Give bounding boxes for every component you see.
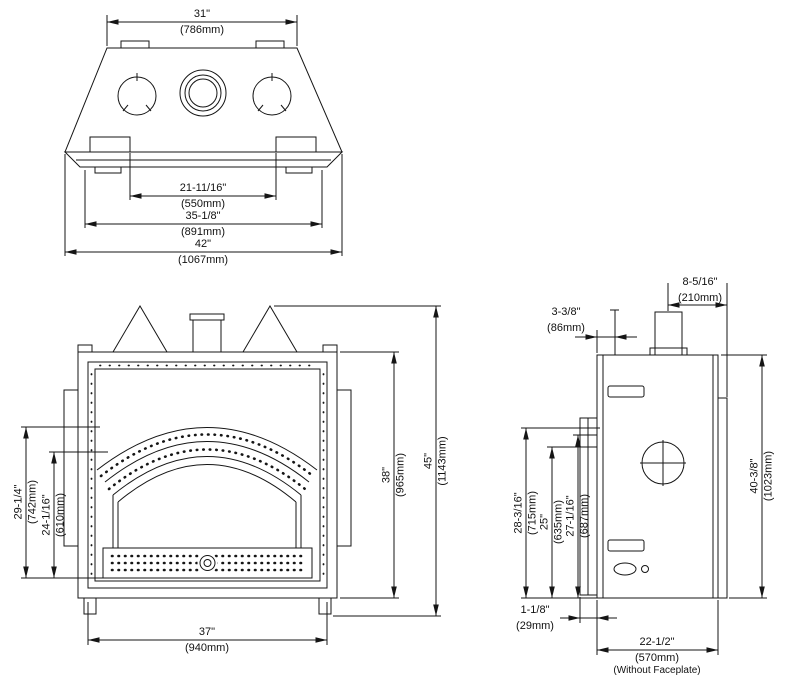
top-bracket-left xyxy=(89,136,131,153)
dim-inches: 42" xyxy=(194,238,212,250)
dim-mm: (570mm) xyxy=(634,652,680,664)
dim-side-faceplate: 1-1/8" (29mm) xyxy=(516,604,554,632)
fan-knockout-right-icon xyxy=(252,73,292,116)
dim-mm: (1023mm) xyxy=(762,450,775,502)
front-foot-right xyxy=(318,597,332,615)
dim-front-body-height: 38" (965mm) xyxy=(380,452,407,498)
dim-inches: 40-3/8" xyxy=(748,458,761,494)
back-panel xyxy=(717,397,728,599)
flue-pipe-flange xyxy=(649,347,688,356)
dim-inches: 28-3/16" xyxy=(512,492,525,534)
dim-top-inner-width: 21-11/16" (550mm) xyxy=(180,182,227,210)
dim-side-height-687: 27-1/16" (687mm) xyxy=(564,493,591,539)
dim-front-glass-height: 24-1/16" (610mm) xyxy=(40,492,67,538)
flue-stub-cap xyxy=(189,313,225,321)
dim-top-flue-width: 31" (786mm) xyxy=(180,8,224,36)
dim-mm: (1067mm) xyxy=(177,254,229,266)
front-view xyxy=(21,305,441,645)
dim-top-overall-width: 42" (1067mm) xyxy=(178,238,228,266)
dim-mm: (1143mm) xyxy=(436,436,449,486)
top-foot-left xyxy=(94,166,122,174)
dim-mm: (891mm) xyxy=(180,226,226,238)
flue-stub xyxy=(192,319,222,353)
dim-side-depth: 22-1/2" (570mm) xyxy=(635,636,679,664)
dim-inches: 24-1/16" xyxy=(40,494,53,536)
bottom-grill xyxy=(102,547,313,579)
top-body-outline xyxy=(64,47,343,153)
dim-mm: (210mm) xyxy=(677,292,723,304)
dim-side-height: 40-3/8" (1023mm) xyxy=(748,450,775,502)
dim-side-depth-note: (Without Faceplate) xyxy=(613,665,700,677)
dim-mm: (742mm) xyxy=(26,479,39,525)
mount-bracket-lower xyxy=(607,539,645,552)
dim-note: (Without Faceplate) xyxy=(613,665,701,676)
dim-inches: 27-1/16" xyxy=(564,495,577,537)
dim-inches: 22-1/2" xyxy=(639,636,675,648)
flue-pipe xyxy=(654,311,683,356)
gas-access-slot xyxy=(613,562,637,576)
top-view xyxy=(63,15,344,256)
dim-inches: 35-1/8" xyxy=(185,210,221,222)
dim-inches: 38" xyxy=(380,466,393,484)
dim-mm: (687mm) xyxy=(578,493,591,539)
dim-inches: 29-1/4" xyxy=(12,484,25,520)
dim-mm: (550mm) xyxy=(180,198,226,210)
gas-access-hole xyxy=(641,565,649,573)
top-tab-left xyxy=(120,40,150,49)
side-bracket-right xyxy=(336,389,352,547)
front-foot-left xyxy=(83,597,97,615)
dim-front-width: 37" (940mm) xyxy=(185,626,229,654)
dim-inches: 45" xyxy=(422,452,435,470)
grill-medallion-icon xyxy=(199,555,216,571)
dim-side-standoff: 3-3/8" (86mm) xyxy=(547,306,585,334)
dim-front-opening-height: 29-1/4" (742mm) xyxy=(12,479,39,525)
front-top-tab-right xyxy=(322,344,338,353)
dim-side-height-635: 25" (635mm) xyxy=(538,499,565,545)
side-knockout-icon xyxy=(640,440,686,486)
dim-inches: 3-3/8" xyxy=(551,306,581,318)
flue-collar-icon xyxy=(179,69,227,117)
standoff-left-icon xyxy=(112,305,168,353)
dim-mm: (786mm) xyxy=(179,24,225,36)
front-view-dimension-lines xyxy=(21,305,441,645)
dim-side-flue-to-back: 8-5/16" (210mm) xyxy=(678,276,722,304)
top-foot-right xyxy=(285,166,313,174)
fan-knockout-left-icon xyxy=(117,73,157,116)
dim-top-body-width: 35-1/8" (891mm) xyxy=(181,210,225,238)
dim-inches: 31" xyxy=(193,8,211,20)
top-tab-right xyxy=(255,40,285,49)
dim-side-height-715: 28-3/16" (715mm) xyxy=(512,490,539,536)
side-bracket-left xyxy=(63,389,79,547)
dim-mm: (29mm) xyxy=(516,620,554,632)
dim-inches: 1-1/8" xyxy=(520,604,550,616)
dim-mm: (965mm) xyxy=(394,452,407,498)
top-base-flange xyxy=(63,151,344,168)
dim-inches: 21-11/16" xyxy=(179,182,227,194)
dim-mm: (635mm) xyxy=(552,499,565,545)
dim-mm: (610mm) xyxy=(54,492,67,538)
mount-bracket-upper xyxy=(607,385,645,398)
standoff-right-icon xyxy=(242,305,298,353)
dim-front-overall-height: 45" (1143mm) xyxy=(422,436,449,486)
dim-inches: 8-5/16" xyxy=(682,276,718,288)
dim-mm: (940mm) xyxy=(184,642,230,654)
top-bracket-right xyxy=(275,136,317,153)
front-top-tab-left xyxy=(77,344,93,353)
top-view-dimension-lines xyxy=(64,15,343,256)
dim-mm: (86mm) xyxy=(547,322,585,334)
arch-louvres xyxy=(96,427,318,503)
side-body-outline xyxy=(596,354,719,599)
dim-mm: (715mm) xyxy=(526,490,539,536)
side-view xyxy=(521,283,767,655)
dim-inches: 37" xyxy=(198,626,216,638)
side-view-dimension-lines xyxy=(521,283,767,655)
dim-inches: 25" xyxy=(538,513,551,531)
